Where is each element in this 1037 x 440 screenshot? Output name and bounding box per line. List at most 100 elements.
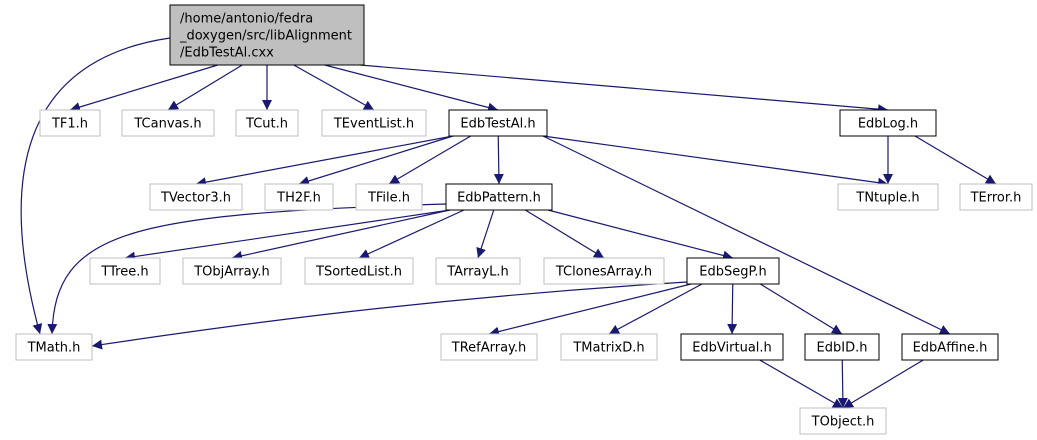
node-box-edbsegp (686, 257, 780, 285)
node-trefarray: TRefArray.h (440, 333, 538, 361)
edge-root-to-tf1 (69, 64, 218, 112)
edge-edbpattern-to-tclonesarray (524, 209, 605, 259)
node-box-tmatrixd (560, 333, 658, 361)
node-box-root (169, 4, 365, 66)
node-box-edbpattern (445, 183, 553, 211)
node-label-tarrayl: TArrayL.h (446, 265, 509, 280)
node-label-edbpattern: EdbPattern.h (457, 191, 541, 206)
node-label-edbaffine: EdbAffine.h (913, 341, 988, 356)
node-box-edbaffine (901, 333, 999, 361)
node-label-teventlist: TEventList.h (333, 117, 414, 132)
edge-edbpattern-to-ttree (124, 209, 451, 262)
node-box-tcut (235, 109, 299, 137)
node-label-tobjarray: TObjArray.h (193, 265, 270, 280)
edge-edbtestal-to-tntuple (542, 135, 889, 188)
node-tfile: TFile.h (355, 183, 423, 211)
edge-root-to-tmath (20, 37, 171, 335)
edge-edbpattern-to-tarrayl (476, 209, 495, 259)
node-box-teventlist (321, 109, 427, 137)
node-box-tsortedlist (304, 257, 414, 285)
node-box-tarrayl (435, 257, 521, 285)
node-label-tmath: TMath.h (27, 341, 81, 356)
node-box-tmath (15, 333, 93, 361)
nodes-layer: /home/antonio/fedra_doxygen/src/libAlign… (15, 4, 1033, 435)
node-label-tntuple: TNtuple.h (855, 191, 919, 206)
node-box-edbvirtual (680, 333, 784, 361)
node-tvector3: TVector3.h (149, 183, 243, 211)
node-tmatrixd: TMatrixD.h (560, 333, 658, 361)
node-box-edbtestal (448, 109, 548, 137)
node-box-tf1 (39, 109, 101, 137)
edge-edbtestal-to-edbpattern (493, 135, 504, 185)
node-root[interactable]: /home/antonio/fedra_doxygen/src/libAlign… (169, 4, 365, 66)
node-th2f: TH2F.h (264, 183, 334, 211)
node-box-tobjarray (182, 257, 282, 285)
edge-edbtestal-to-tvector3 (195, 135, 454, 188)
edge-root-to-edblog (359, 64, 889, 115)
node-label-tsortedlist: TSortedList.h (315, 265, 402, 280)
node-label-tclonesarray: TClonesArray.h (555, 265, 652, 280)
node-label-edbsegp: EdbSegP.h (699, 265, 766, 280)
edge-edbpattern-to-tsortedlist (358, 209, 465, 259)
node-label-ttree: TTree.h (100, 265, 148, 280)
node-box-edbid (804, 333, 880, 361)
node-label-tf1: TF1.h (51, 117, 88, 132)
edge-edbaffine-to-tobject (842, 359, 924, 409)
edge-edbpattern-to-tobjarray (231, 209, 451, 261)
node-edbpattern[interactable]: EdbPattern.h (445, 183, 553, 211)
node-label-edbtestal: EdbTestAl.h (460, 117, 535, 132)
node-label-trefarray: TRefArray.h (451, 341, 527, 356)
edge-root-to-tcanvas (167, 64, 243, 111)
node-label-tcanvas: TCanvas.h (133, 117, 201, 132)
edge-edbsegp-to-edbid (759, 283, 843, 335)
node-label-edbvirtual: EdbVirtual.h (692, 341, 772, 356)
node-edbtestal[interactable]: EdbTestAl.h (448, 109, 548, 137)
node-edblog[interactable]: EdbLog.h (839, 109, 937, 137)
node-label-edblog: EdbLog.h (858, 117, 918, 132)
edge-edbsegp-to-edbvirtual (727, 283, 738, 335)
node-tobject: TObject.h (799, 407, 887, 435)
node-terror: TError.h (959, 183, 1033, 211)
node-tcanvas: TCanvas.h (121, 109, 215, 137)
edge-edbpattern-to-edbsegp (547, 209, 734, 261)
node-label-tmatrixd: TMatrixD.h (572, 341, 644, 356)
node-box-tntuple (837, 183, 939, 211)
node-label-tobject: TObject.h (811, 415, 875, 430)
node-box-trefarray (440, 333, 538, 361)
edge-edbtestal-to-edbaffine (542, 135, 951, 335)
node-label-root-line-1: _doxygen/src/libAlignment (179, 29, 352, 44)
node-edbid[interactable]: EdbID.h (804, 333, 880, 361)
node-box-tvector3 (149, 183, 243, 211)
node-box-edblog (839, 109, 937, 137)
node-label-terror: TError.h (970, 191, 1022, 206)
edges-layer (20, 37, 997, 409)
node-edbvirtual[interactable]: EdbVirtual.h (680, 333, 784, 361)
node-label-edbid: EdbID.h (817, 341, 868, 356)
node-tcut: TCut.h (235, 109, 299, 137)
edge-edbid-to-tobject (837, 359, 848, 409)
edge-edbsegp-to-tmatrixd (608, 283, 703, 335)
node-box-tcanvas (121, 109, 215, 137)
node-box-tclonesarray (543, 257, 665, 285)
node-tntuple: TNtuple.h (837, 183, 939, 211)
node-tmath: TMath.h (15, 333, 93, 361)
node-box-tobject (799, 407, 887, 435)
node-box-th2f (264, 183, 334, 211)
node-edbaffine[interactable]: EdbAffine.h (901, 333, 999, 361)
node-tobjarray: TObjArray.h (182, 257, 282, 285)
edge-edbtestal-to-tfile (388, 135, 472, 185)
node-box-ttree (89, 257, 161, 285)
node-tarrayl: TArrayL.h (435, 257, 521, 285)
node-label-root-line-2: /EdbTestAl.cxx (180, 46, 274, 61)
node-teventlist: TEventList.h (321, 109, 427, 137)
node-edbsegp[interactable]: EdbSegP.h (686, 257, 780, 285)
edge-root-to-teventlist (293, 64, 375, 111)
node-label-tcut: TCut.h (245, 117, 288, 132)
node-ttree: TTree.h (89, 257, 161, 285)
node-tclonesarray: TClonesArray.h (543, 257, 665, 285)
node-box-terror (959, 183, 1033, 211)
node-box-tfile (355, 183, 423, 211)
edge-edblog-to-terror (914, 135, 997, 185)
